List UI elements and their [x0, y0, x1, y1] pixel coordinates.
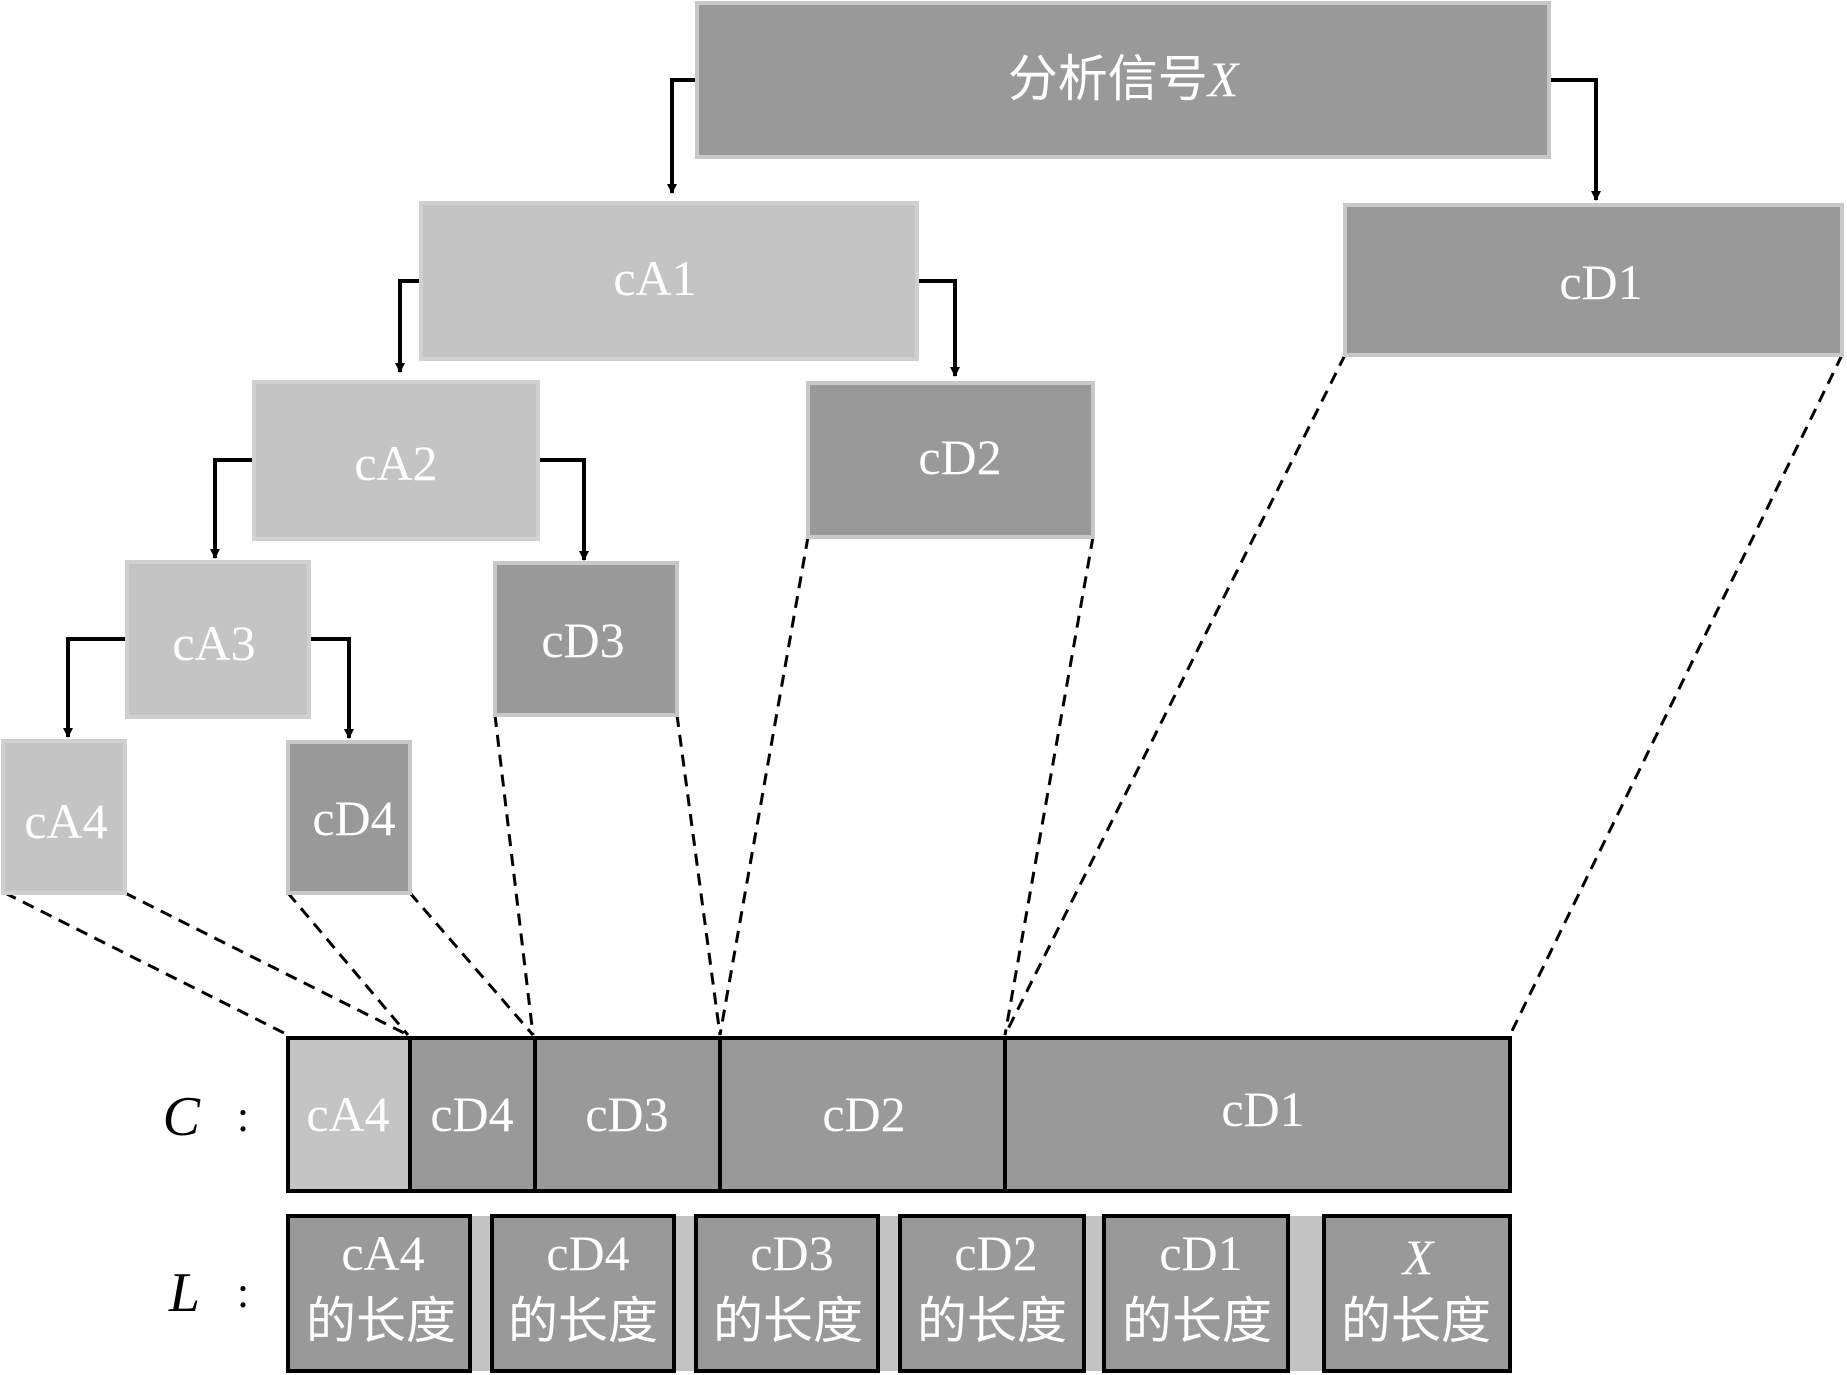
projection-line	[4, 891, 289, 1037]
root-variable: X	[1206, 51, 1241, 107]
l-cell-top: X	[1401, 1229, 1436, 1285]
arrow	[63, 637, 127, 738]
l-cell-bottom: 的长度	[917, 1293, 1067, 1349]
projection-line	[1003, 536, 1095, 1036]
node-root: 分析信号X	[695, 1, 1551, 159]
node-label: cA3	[172, 615, 255, 671]
arrow	[395, 279, 421, 373]
c-row-colon: :	[237, 1092, 249, 1141]
node-ca3: cA3	[125, 560, 311, 719]
svg-text:分析信号X: 分析信号X	[1008, 51, 1241, 107]
node-label: cD4	[312, 790, 395, 846]
projection-line	[408, 892, 535, 1036]
arrow	[917, 279, 960, 377]
node-ca4: cA4	[1, 739, 127, 895]
l-cell-top: cA4	[341, 1225, 424, 1281]
node-cd2: cD2	[806, 381, 1095, 539]
l-cell-bottom: 的长度	[1122, 1293, 1272, 1349]
c-cell-label: cD4	[430, 1086, 513, 1142]
arrow	[538, 458, 589, 561]
node-label: cD3	[541, 612, 624, 668]
tree-arrows	[63, 78, 1601, 739]
arrow	[1549, 78, 1601, 201]
node-label: cD1	[1559, 254, 1642, 310]
l-cell-top: cD1	[1159, 1225, 1242, 1281]
arrow	[210, 458, 254, 559]
l-cell: X 的长度	[1341, 1229, 1491, 1349]
root-label: 分析信号	[1008, 51, 1208, 107]
c-bar: cA4 cD4 cD3 cD2 cD1	[286, 1036, 1512, 1193]
l-cell-bottom: 的长度	[306, 1293, 456, 1349]
l-cell-top: cD2	[954, 1225, 1037, 1281]
node-cd3: cD3	[493, 561, 679, 717]
l-cell: cD3 的长度	[713, 1225, 863, 1349]
l-cell-bottom: 的长度	[1341, 1293, 1491, 1349]
c-cell-label: cD3	[585, 1086, 668, 1142]
l-cell-top: cD3	[750, 1225, 833, 1281]
node-label: cA2	[354, 435, 437, 491]
projection-line	[124, 891, 409, 1037]
node-label: cA1	[613, 250, 696, 306]
c-row-label: C	[163, 1086, 201, 1148]
c-cell-label: cD1	[1221, 1081, 1304, 1137]
node-label: cD2	[918, 429, 1001, 485]
c-cell-label: cA4	[306, 1086, 389, 1142]
l-cell: cD2 的长度	[917, 1225, 1067, 1349]
projection-line	[718, 536, 810, 1036]
l-cell-bottom: 的长度	[713, 1293, 863, 1349]
node-cd1: cD1	[1343, 203, 1844, 357]
c-cell-label: cD2	[822, 1086, 905, 1142]
l-cell-bottom: 的长度	[508, 1293, 658, 1349]
l-bar: cA4 的长度 cD4 的长度 cD3 的长度 cD2 的长度 cD1 的长度 …	[286, 1214, 1512, 1373]
projection-line	[1003, 354, 1347, 1036]
node-ca2: cA2	[252, 380, 540, 541]
l-cell: cD1 的长度	[1122, 1225, 1272, 1349]
projection-lines	[4, 354, 1844, 1037]
l-cell: cA4 的长度	[306, 1225, 456, 1349]
node-ca1: cA1	[419, 201, 919, 361]
projection-line	[493, 714, 535, 1036]
l-row-label: L	[168, 1262, 200, 1324]
l-cell-top: cD4	[546, 1225, 629, 1281]
l-cell: cD4 的长度	[508, 1225, 658, 1349]
projection-line	[675, 714, 722, 1036]
node-label: cA4	[24, 793, 107, 849]
node-cd4: cD4	[286, 740, 412, 895]
projection-line	[286, 892, 410, 1036]
arrow	[667, 78, 697, 194]
l-row-colon: :	[237, 1268, 249, 1317]
projection-line	[1508, 354, 1844, 1036]
arrow	[309, 637, 354, 739]
